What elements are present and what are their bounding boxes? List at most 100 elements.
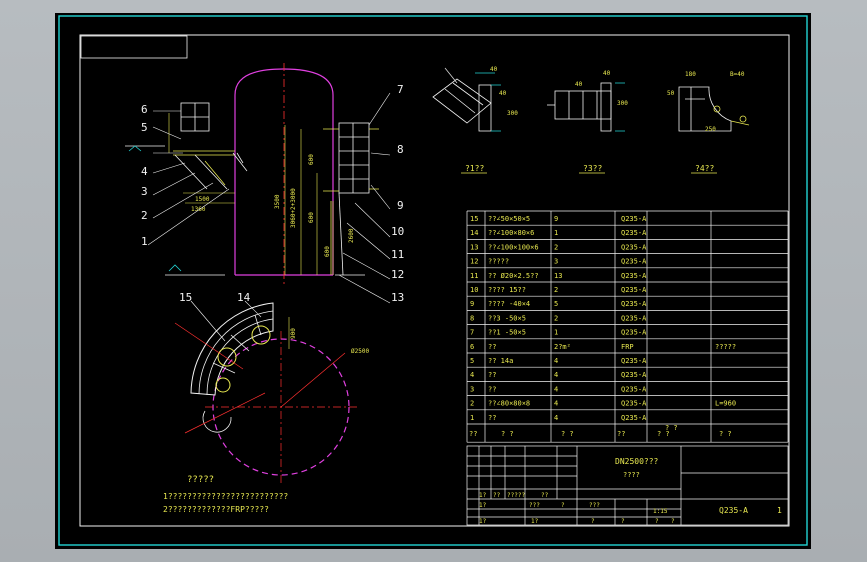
bom-cell-qty: 4 [554, 371, 558, 379]
bom-cell-name: ?? [488, 414, 496, 422]
inner-frame [79, 34, 790, 527]
callout-2: 2 [141, 209, 148, 222]
drawing-subtitle: ???? [623, 471, 640, 479]
dim-900: 900 [290, 328, 297, 339]
svg-text:B=40: B=40 [730, 71, 745, 78]
dim-3060: 3060+2+3000 [290, 188, 297, 228]
bom-cell-material: Q235-A [621, 286, 647, 294]
corner-label-box [80, 35, 188, 59]
bom-cell-qty: 2?m² [554, 343, 571, 351]
elevation-dims [168, 113, 334, 275]
bom-cell-material: Q235-A [621, 357, 647, 365]
tb-small-1: ?? [493, 492, 501, 499]
tank-elevation [234, 63, 334, 287]
callout-1: 1 [141, 235, 148, 248]
bom-cell-index: 10 [470, 286, 478, 294]
bom-cell-qty: 13 [554, 272, 562, 280]
bom-cell-index: 9 [470, 300, 474, 308]
tb-small-8: 1? [479, 518, 487, 525]
callout-12: 12 [391, 268, 404, 281]
bom-cell-index: 6 [470, 343, 474, 351]
plan-leaders [190, 300, 262, 342]
callout-14: 14 [237, 291, 251, 304]
tb-small-0: 1? [479, 492, 487, 499]
callout-8: 8 [397, 143, 404, 156]
bom-cell-qty: 3 [554, 258, 558, 266]
view-label-1: ?1?? [465, 164, 484, 173]
bom-header-cell: ? ? [561, 430, 574, 438]
bom-cell-index: 5 [470, 357, 474, 365]
bom-cell-material: Q235-A [621, 258, 647, 266]
dim-1500: 1500 [195, 196, 210, 203]
notes-title: ????? [187, 475, 214, 485]
bom-cell-name: ?? [488, 343, 496, 351]
bom-cell-qty: 2 [554, 243, 558, 251]
dim-600a: 600 [308, 154, 315, 165]
callout-15: 15 [179, 291, 192, 304]
bom-cell-qty: 9 [554, 215, 558, 223]
bom-cell-qty: 4 [554, 357, 558, 365]
bom-header-cell: ? ? [501, 430, 514, 438]
dim-1360: 1360 [191, 206, 206, 213]
notes-line-2: 2?????????????FRP????? [163, 505, 269, 514]
callout-13: 13 [391, 291, 404, 304]
tb-small-3: ?? [541, 492, 549, 499]
callout-7: 7 [397, 83, 404, 96]
bom-cell-index: 4 [470, 371, 474, 379]
callout-6: 6 [141, 103, 148, 116]
bom-cell-index: 2 [470, 400, 474, 408]
bom-cell-material: Q235-A [621, 215, 647, 223]
title-block [466, 445, 789, 526]
bom-header-cell: ? ? [665, 424, 678, 432]
svg-text:40: 40 [490, 66, 498, 73]
scale-label: 1:15 [653, 508, 668, 515]
bom-cell-index: 14 [470, 229, 478, 237]
callout-4: 4 [141, 165, 148, 178]
bom-header-cell: ?? [469, 430, 477, 438]
bom-cell-name: ?? [488, 385, 496, 393]
tb-small-12: ? [655, 518, 659, 525]
dim-600b: 600 [308, 212, 315, 223]
bom-cell-material: Q235-A [621, 385, 647, 393]
bom-cell-material: Q235-A [621, 329, 647, 337]
tb-small-9: 1? [531, 518, 539, 525]
bom-cell-name: ????? [488, 258, 509, 266]
bom-cell-name: ?? 14a [488, 357, 513, 365]
bom-cell-qty: 4 [554, 414, 558, 422]
bom-cell-material: Q235-A [621, 414, 647, 422]
svg-text:40: 40 [575, 81, 583, 88]
svg-text:180: 180 [685, 71, 696, 78]
detail-view-1 [432, 67, 501, 132]
drawing-title: DN2500??? [615, 457, 659, 466]
view-label-3: ?4?? [695, 164, 714, 173]
detail-view-2 [547, 82, 625, 132]
bom-cell-index: 13 [470, 243, 478, 251]
tb-small-11: ? [621, 518, 625, 525]
cad-drawing: 40 40 300 40 300 40 180 B=40 250 50 ?1??… [58, 15, 808, 546]
callout-5: 5 [141, 121, 148, 134]
bom-header-cell: ?? [617, 430, 625, 438]
bom-cell-index: 1 [470, 414, 474, 422]
bom-cell-qty: 4 [554, 400, 558, 408]
tb-small-10: ? [591, 518, 595, 525]
bom-cell-qty: 2 [554, 314, 558, 322]
bom-cell-index: 12 [470, 258, 478, 266]
svg-text:40: 40 [499, 90, 507, 97]
svg-text:40: 40 [603, 70, 611, 77]
bom-cell-qty: 5 [554, 300, 558, 308]
svg-text:300: 300 [507, 110, 518, 117]
bom-cell-material: Q235-A [621, 314, 647, 322]
bom-cell-index: 7 [470, 329, 474, 337]
side-platform [173, 102, 248, 190]
callout-9: 9 [397, 199, 404, 212]
drawing-canvas[interactable]: 40 40 300 40 300 40 180 B=40 250 50 ?1??… [55, 13, 811, 549]
bom-cell-material: Q235-A [621, 229, 647, 237]
bom-cell-note: ????? [715, 343, 736, 351]
bom-cell-qty: 1 [554, 229, 558, 237]
ground-lines [125, 145, 365, 276]
bom-cell-material: Q235-A [621, 400, 647, 408]
tb-small-5: ??? [529, 502, 540, 509]
bom-cell-material: Q235-A [621, 243, 647, 251]
